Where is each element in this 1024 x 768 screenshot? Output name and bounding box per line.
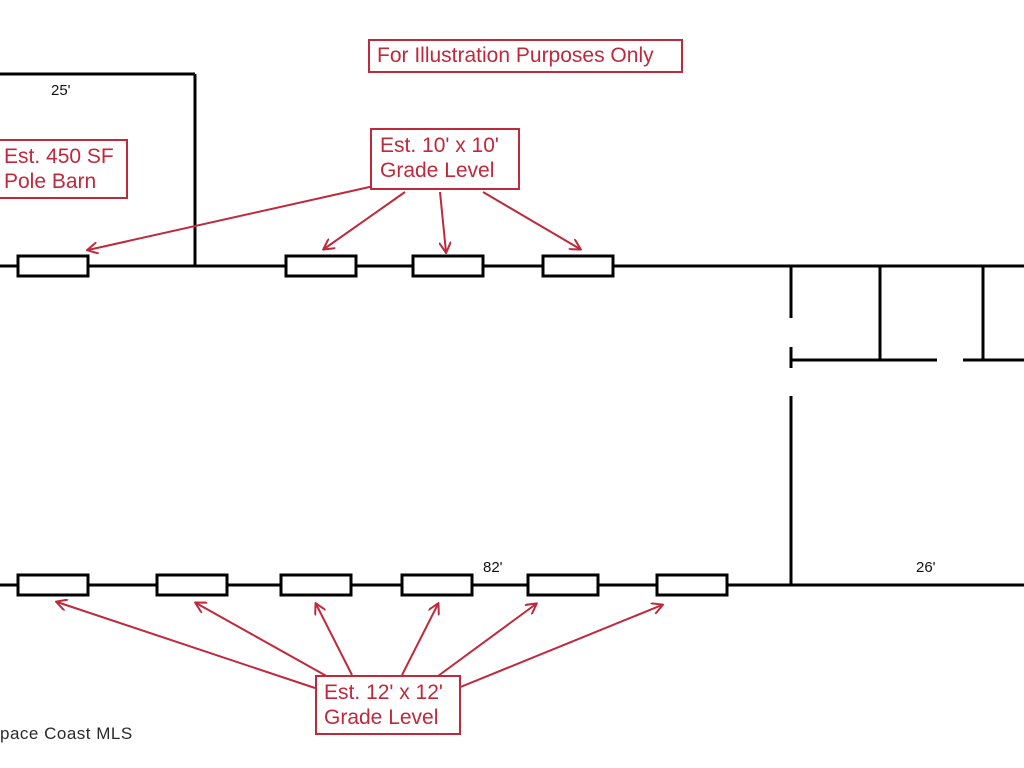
- door-s1: [16, 573, 90, 597]
- south-doors: [16, 573, 729, 597]
- building-length-label: 82': [483, 559, 503, 576]
- illustration-notice: For Illustration Purposes Only: [368, 39, 683, 73]
- door-s2: [155, 573, 229, 597]
- office-partitions: [789, 266, 1024, 585]
- doors-12x12-line1: Est. 12' x 12': [324, 681, 443, 704]
- pole-barn-label: Est. 450 SF Pole Barn: [0, 139, 128, 199]
- pole-barn-line2: Pole Barn: [4, 170, 97, 193]
- doors-10x10-line2: Grade Level: [380, 159, 495, 182]
- doors-10x10-label: Est. 10' x 10' Grade Level: [370, 128, 520, 190]
- notice-text: For Illustration Purposes Only: [377, 44, 654, 67]
- barn-width-label: 25': [51, 82, 71, 99]
- north-doors: [16, 254, 615, 278]
- doors-12x12-label: Est. 12' x 12' Grade Level: [315, 675, 461, 735]
- door-s6: [655, 573, 729, 597]
- door-n3: [411, 254, 485, 278]
- arrows-10x10: [88, 185, 580, 252]
- door-n2: [284, 254, 358, 278]
- arrows-12x12: [57, 602, 662, 689]
- door-n1: [16, 254, 90, 278]
- door-n4: [541, 254, 615, 278]
- doors-12x12-line2: Grade Level: [324, 706, 439, 729]
- pole-barn-outline: [0, 72, 197, 266]
- door-s5: [526, 573, 600, 597]
- door-s4: [400, 573, 474, 597]
- doors-10x10-line1: Est. 10' x 10': [380, 134, 499, 157]
- pole-barn-line1: Est. 450 SF: [4, 145, 114, 168]
- mls-watermark: pace Coast MLS: [0, 724, 133, 743]
- office-length-label: 26': [916, 559, 936, 576]
- door-s3: [279, 573, 353, 597]
